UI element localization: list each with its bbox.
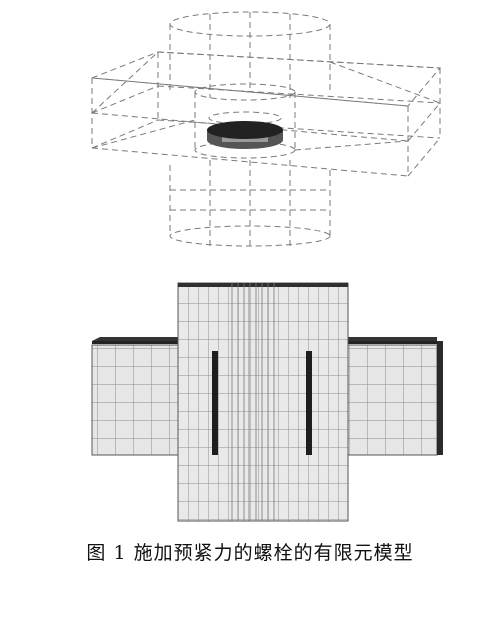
hole-gap-right <box>306 351 312 455</box>
hole-gap-left <box>212 351 218 455</box>
pretension-section-disc <box>207 121 283 149</box>
figure-caption: 图 1 施加预紧力的螺栓的有限元模型 <box>86 542 414 564</box>
bolt-mesh <box>177 282 349 522</box>
wireframe-model <box>91 11 442 247</box>
finite-element-mesh <box>91 282 443 522</box>
